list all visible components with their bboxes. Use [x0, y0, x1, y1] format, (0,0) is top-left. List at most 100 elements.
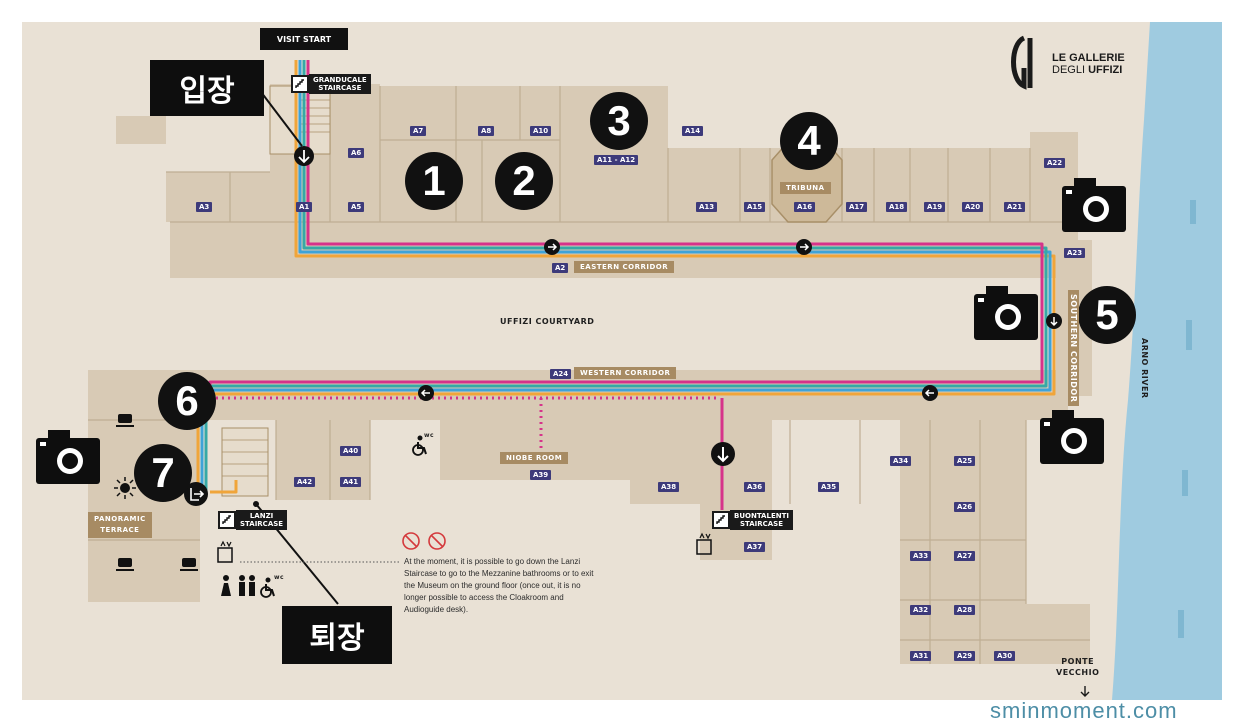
visit-start-label: VISIT START — [260, 28, 348, 50]
route-number-4: 4 — [780, 112, 838, 170]
lanzi-steps — [222, 439, 268, 477]
room-label: A8 — [478, 126, 495, 136]
route-number-1: 1 — [405, 152, 463, 210]
room-label: A26 — [954, 502, 976, 512]
wc-label: wc — [424, 432, 435, 439]
room-label: A39 — [530, 470, 552, 480]
buontalenti-staircase: BUONTALENTI STAIRCASE — [712, 510, 793, 530]
eastern-corridor-label: EASTERN CORRIDOR — [574, 261, 675, 273]
room-label: A7 — [410, 126, 427, 136]
cafe-icon — [182, 558, 196, 567]
tribuna-label: TRIBUNA — [780, 182, 831, 194]
gallery-logo: LE GALLERIE DEGLI UFFIZI — [1052, 52, 1125, 76]
staircase-icon — [712, 511, 730, 529]
no-luggage-icon — [402, 532, 420, 550]
river-label: ARNO RIVER — [1140, 338, 1149, 399]
room-label: A37 — [744, 542, 766, 552]
lanzi-staircase-shape — [221, 427, 269, 497]
southern-corridor-label: SOUTHERN CORRIDOR — [1068, 290, 1079, 407]
staircase-icon — [218, 511, 236, 529]
room-label: A22 — [1044, 158, 1066, 168]
room-label: A1 — [296, 202, 313, 212]
room-label: A34 — [890, 456, 912, 466]
room-label: A35 — [818, 482, 840, 492]
river-ripple — [1178, 610, 1184, 638]
niobe-room-label: NIOBE ROOM — [500, 452, 569, 464]
restroom-icons — [221, 435, 427, 598]
room-label: A2 — [552, 263, 569, 273]
eastern-wing — [116, 84, 1078, 278]
uffizi-logo-icon — [1011, 35, 1027, 90]
cafe-icons — [116, 414, 198, 571]
room-label: A30 — [994, 651, 1016, 661]
elevator-icon — [217, 547, 233, 563]
room-label: A42 — [294, 477, 316, 487]
wc-label: wc — [274, 574, 285, 581]
room-label: A27 — [954, 551, 976, 561]
room-label: A29 — [954, 651, 976, 661]
room-label: A21 — [1004, 202, 1026, 212]
river-ripple — [1190, 200, 1196, 224]
route-number-2: 2 — [495, 152, 553, 210]
ponte-vecchio-label: PONTE VECCHIO — [1056, 657, 1100, 677]
route-number-3: 3 — [590, 92, 648, 150]
camera-icon — [974, 286, 1038, 340]
watermark-text: sminmoment.com — [990, 698, 1178, 723]
room-label: A36 — [744, 482, 766, 492]
staircase-icon — [291, 75, 309, 93]
room-label: A16 — [794, 202, 816, 212]
exit-label: 퇴장 — [282, 606, 392, 664]
room-label: A3 — [196, 202, 213, 212]
room-label: A13 — [696, 202, 718, 212]
entrance-pointer — [257, 87, 303, 147]
camera-icon — [1040, 410, 1104, 464]
room-label: A10 — [530, 126, 552, 136]
room-label: A17 — [846, 202, 868, 212]
room-label: A15 — [744, 202, 766, 212]
direction-arrows — [184, 146, 1062, 506]
lanzi-staircase: LANZI STAIRCASE — [218, 510, 288, 530]
lanzi-staircase-note: At the moment, it is possible to go down… — [404, 557, 594, 614]
western-corridor-label: WESTERN CORRIDOR — [574, 367, 677, 379]
route-number-6: 6 — [158, 372, 216, 430]
room-label: A6 — [348, 148, 365, 158]
restroom-icon — [223, 575, 229, 581]
room-label: A38 — [658, 482, 680, 492]
cafe-icon — [118, 414, 132, 423]
route-number-5: 5 — [1078, 286, 1136, 344]
cafe-icon — [118, 558, 132, 567]
sun-icon — [114, 477, 136, 499]
granducale-staircase: GRANDUCALE STAIRCASE — [291, 74, 371, 94]
route-number-7: 7 — [134, 444, 192, 502]
room-label: A40 — [340, 446, 362, 456]
no-audioguide-icon — [428, 532, 446, 550]
panoramic-terrace-label: PANORAMIC TERRACE — [88, 512, 152, 538]
elevator-icon — [696, 539, 712, 555]
western-wing — [88, 370, 1090, 664]
courtyard-label: UFFIZI COURTYARD — [500, 317, 595, 326]
room-label: A20 — [962, 202, 984, 212]
arno-river — [1112, 22, 1222, 700]
room-a22-block — [1030, 132, 1078, 180]
room-label: A11 - A12 — [594, 155, 639, 165]
room-label: A33 — [910, 551, 932, 561]
room-label: A25 — [954, 456, 976, 466]
river-ripple — [1182, 470, 1188, 496]
entrance-label: 입장 — [150, 60, 264, 116]
camera-icon — [36, 430, 100, 484]
room-label: A18 — [886, 202, 908, 212]
arrow-down-icon — [1080, 686, 1090, 697]
room-label: A28 — [954, 605, 976, 615]
room-label: A31 — [910, 651, 932, 661]
room-label: A5 — [348, 202, 365, 212]
room-label: A14 — [682, 126, 704, 136]
route-lanzi — [210, 480, 238, 494]
room-label: A23 — [1064, 248, 1086, 258]
room-label: A24 — [550, 369, 572, 379]
room-label: A19 — [924, 202, 946, 212]
elevator-icons — [217, 532, 712, 563]
room-label: A41 — [340, 477, 362, 487]
river-ripple — [1186, 320, 1192, 350]
camera-icon — [1062, 178, 1126, 232]
room-label: A32 — [910, 605, 932, 615]
